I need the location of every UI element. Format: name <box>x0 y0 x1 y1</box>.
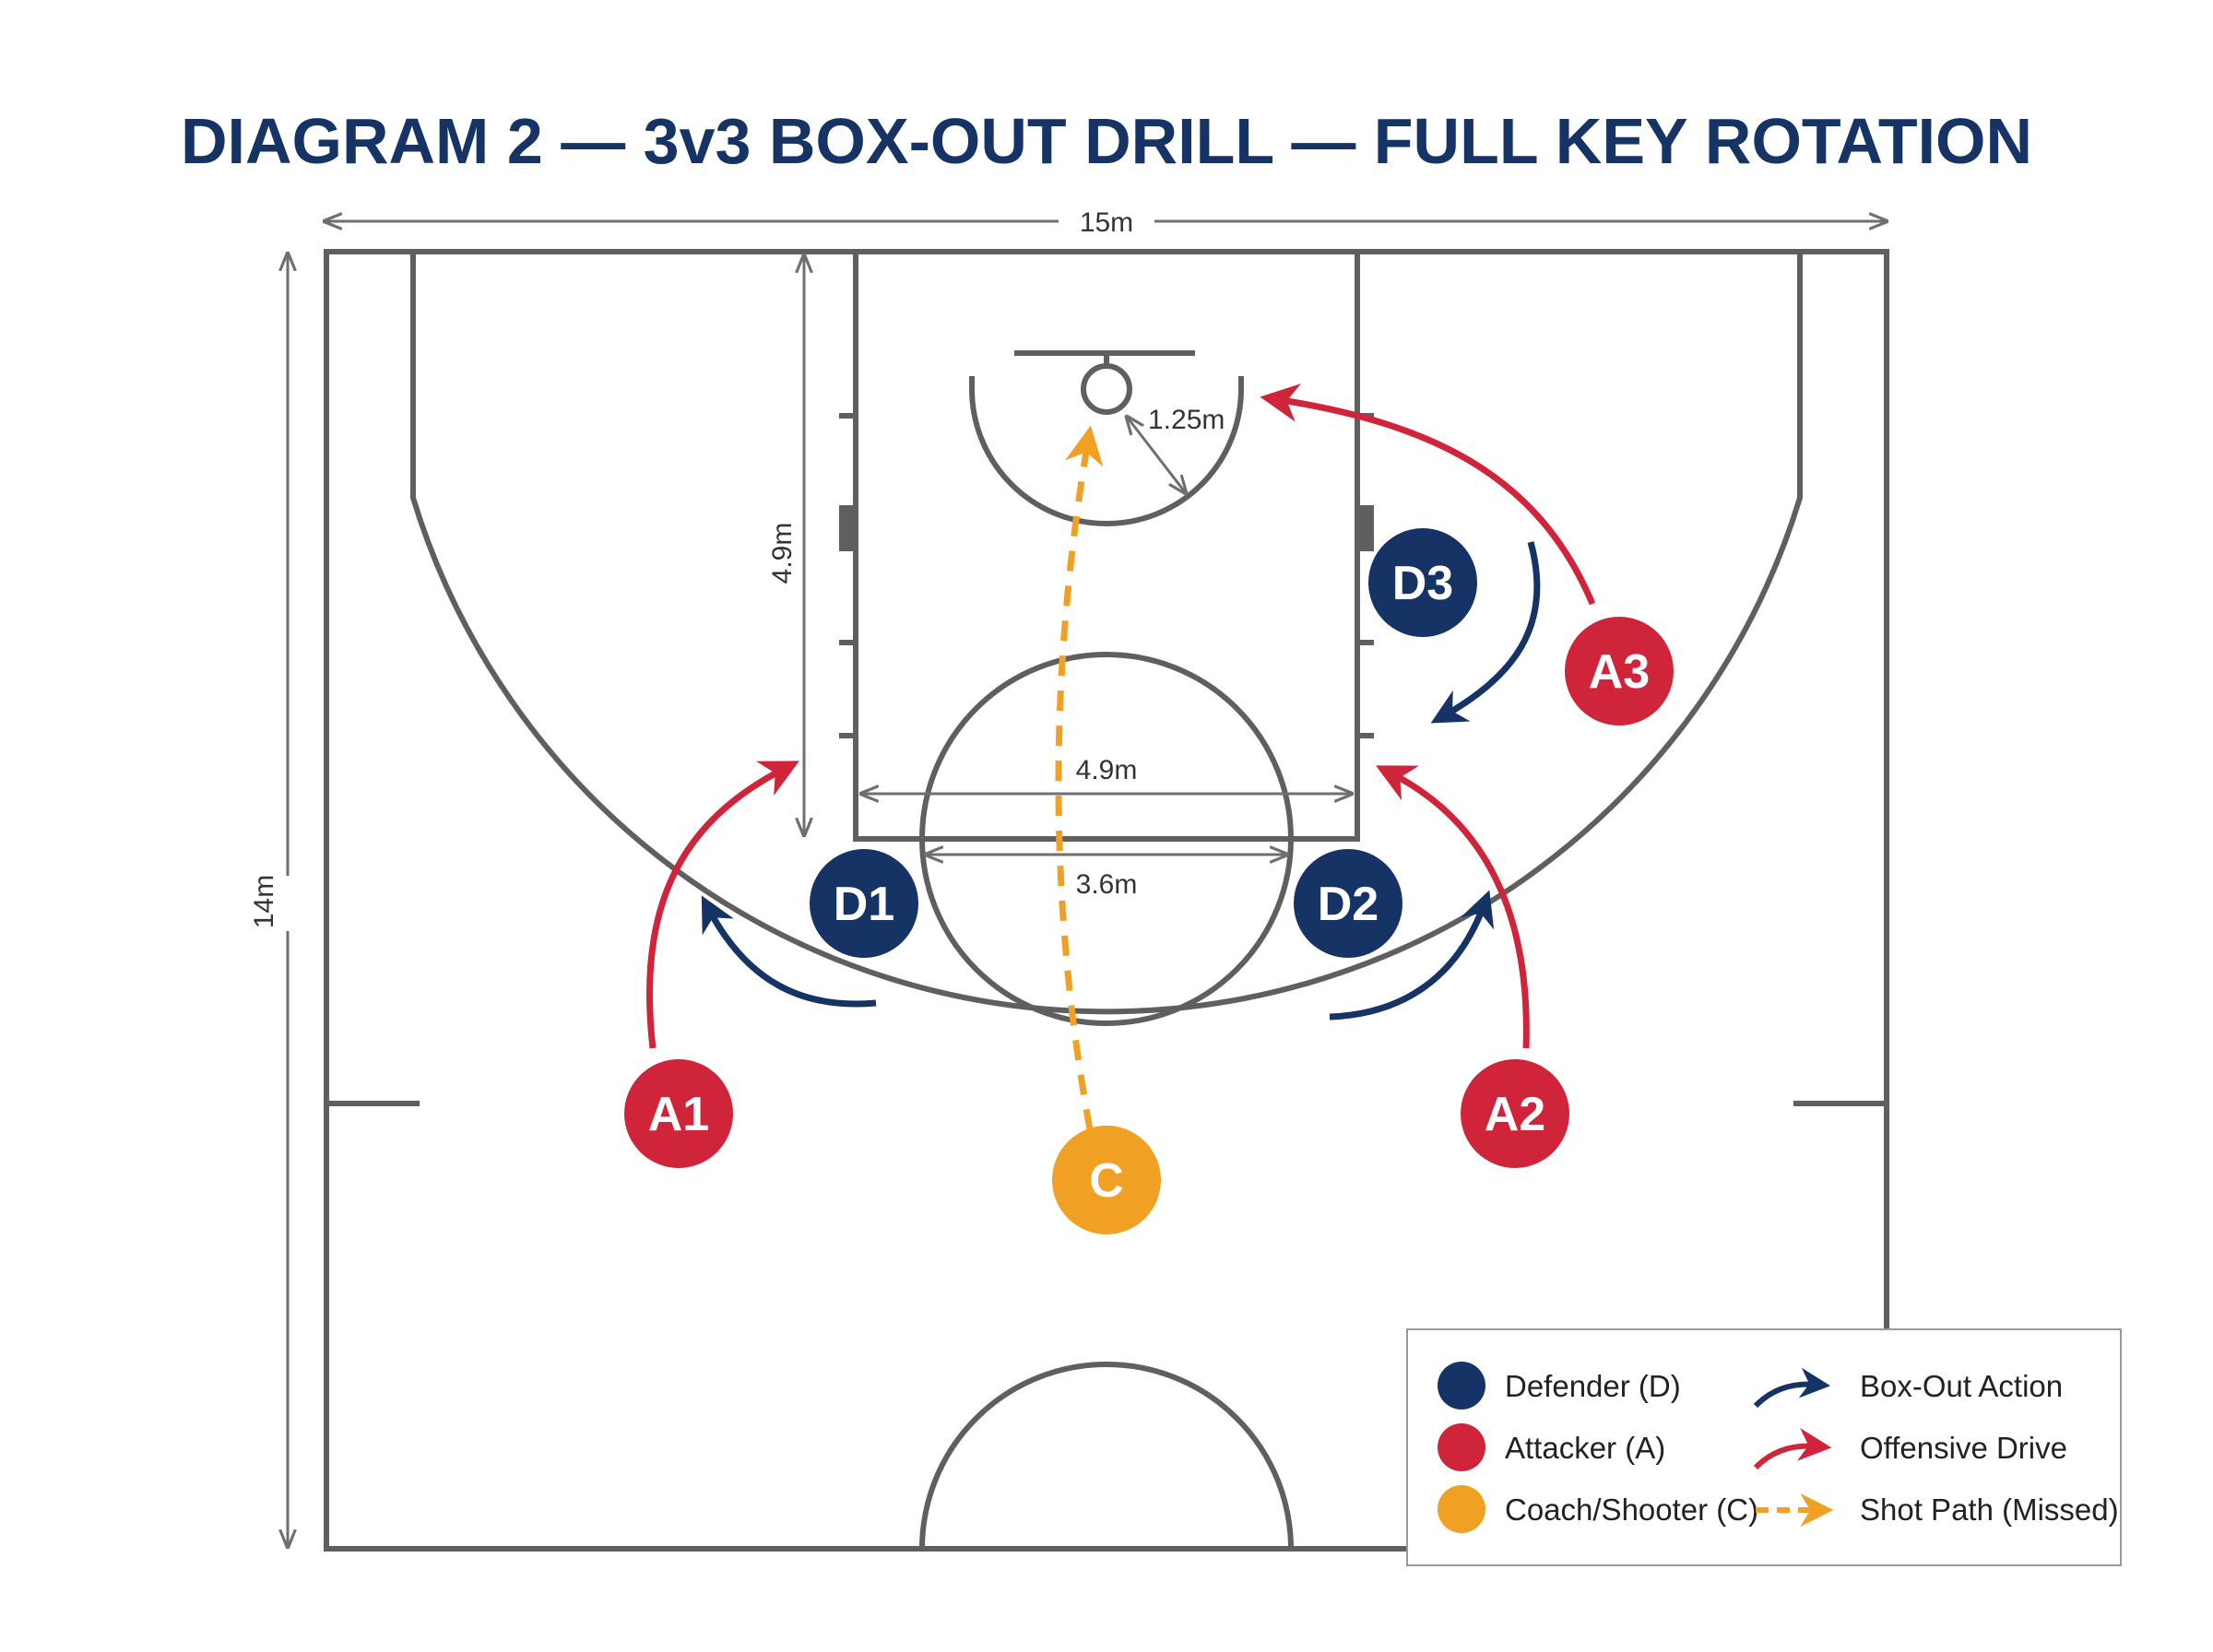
legend-attacker-swatch <box>1438 1423 1485 1471</box>
court-length-label: 14m <box>249 875 279 928</box>
legend-drive-label: Offensive Drive <box>1860 1431 2067 1465</box>
box-out-arrow-d1 <box>701 895 877 1008</box>
court-width-dimension: 15m <box>325 207 1887 238</box>
legend-attacker-label: Attacker (A) <box>1505 1431 1665 1465</box>
half-court <box>324 249 1889 1552</box>
court-width-label: 15m <box>1080 207 1133 238</box>
court-length-dimension: 14m <box>249 254 302 1547</box>
legend: Defender (D) Attacker (A) Coach/Shooter … <box>1406 1328 2122 1566</box>
box-out-arrow-d2 <box>1329 890 1495 1021</box>
restricted-area-arc <box>969 376 1244 526</box>
player-d1: D1 <box>810 849 918 958</box>
player-a1-label: A1 <box>648 1088 709 1141</box>
center-circle <box>919 1362 1294 1550</box>
player-coach-label: C <box>1089 1154 1124 1208</box>
circle-diameter-label: 3.6m <box>1076 869 1138 900</box>
box-out-arrow-d3 <box>1430 541 1541 724</box>
legend-coach-swatch <box>1438 1485 1485 1533</box>
legend-box <box>1406 1328 2122 1566</box>
key-width-dimension: 4.9m <box>861 755 1352 794</box>
player-d3-label: D3 <box>1392 557 1453 610</box>
restricted-radius-label: 1.25m <box>1148 405 1225 435</box>
player-d2: D2 <box>1294 849 1402 958</box>
diagram-title: DIAGRAM 2 — 3v3 BOX-OUT DRILL — FULL KEY… <box>181 105 2032 177</box>
player-d2-label: D2 <box>1318 878 1379 931</box>
player-a2-label: A2 <box>1485 1088 1545 1141</box>
drive-arrow-a1 <box>645 761 799 1049</box>
circle-diameter-dimension: 3.6m <box>926 855 1287 900</box>
key-width-label: 4.9m <box>1076 755 1138 785</box>
legend-defender-swatch <box>1438 1362 1485 1410</box>
key-length-dimension: 4.9m <box>765 255 804 835</box>
player-coach: C <box>1052 1126 1161 1234</box>
player-d3: D3 <box>1368 528 1477 637</box>
legend-box-out-label: Box-Out Action <box>1860 1369 2063 1403</box>
player-a2: A2 <box>1461 1059 1569 1168</box>
legend-shot-label: Shot Path (Missed) <box>1860 1493 2119 1527</box>
lane-markings <box>839 413 1374 738</box>
rim <box>1081 363 1132 415</box>
three-point-line <box>410 252 1803 1015</box>
player-d1-label: D1 <box>834 878 894 931</box>
drive-arrow-a2 <box>1376 765 1530 1049</box>
key-area <box>853 249 1360 842</box>
drive-arrow-a3 <box>1260 384 1596 606</box>
legend-coach-label: Coach/Shooter (C) <box>1505 1493 1758 1527</box>
legend-defender-label: Defender (D) <box>1505 1369 1681 1403</box>
legend-drive-icon <box>1753 1428 1832 1470</box>
key-length-label: 4.9m <box>767 523 798 584</box>
free-throw-circle <box>919 652 1294 1026</box>
player-a3: A3 <box>1565 617 1674 726</box>
legend-box-out-icon <box>1753 1367 1831 1409</box>
restricted-radius-dimension: 1.25m <box>1127 405 1225 493</box>
player-a1: A1 <box>624 1059 733 1168</box>
player-a3-label: A3 <box>1589 645 1650 699</box>
